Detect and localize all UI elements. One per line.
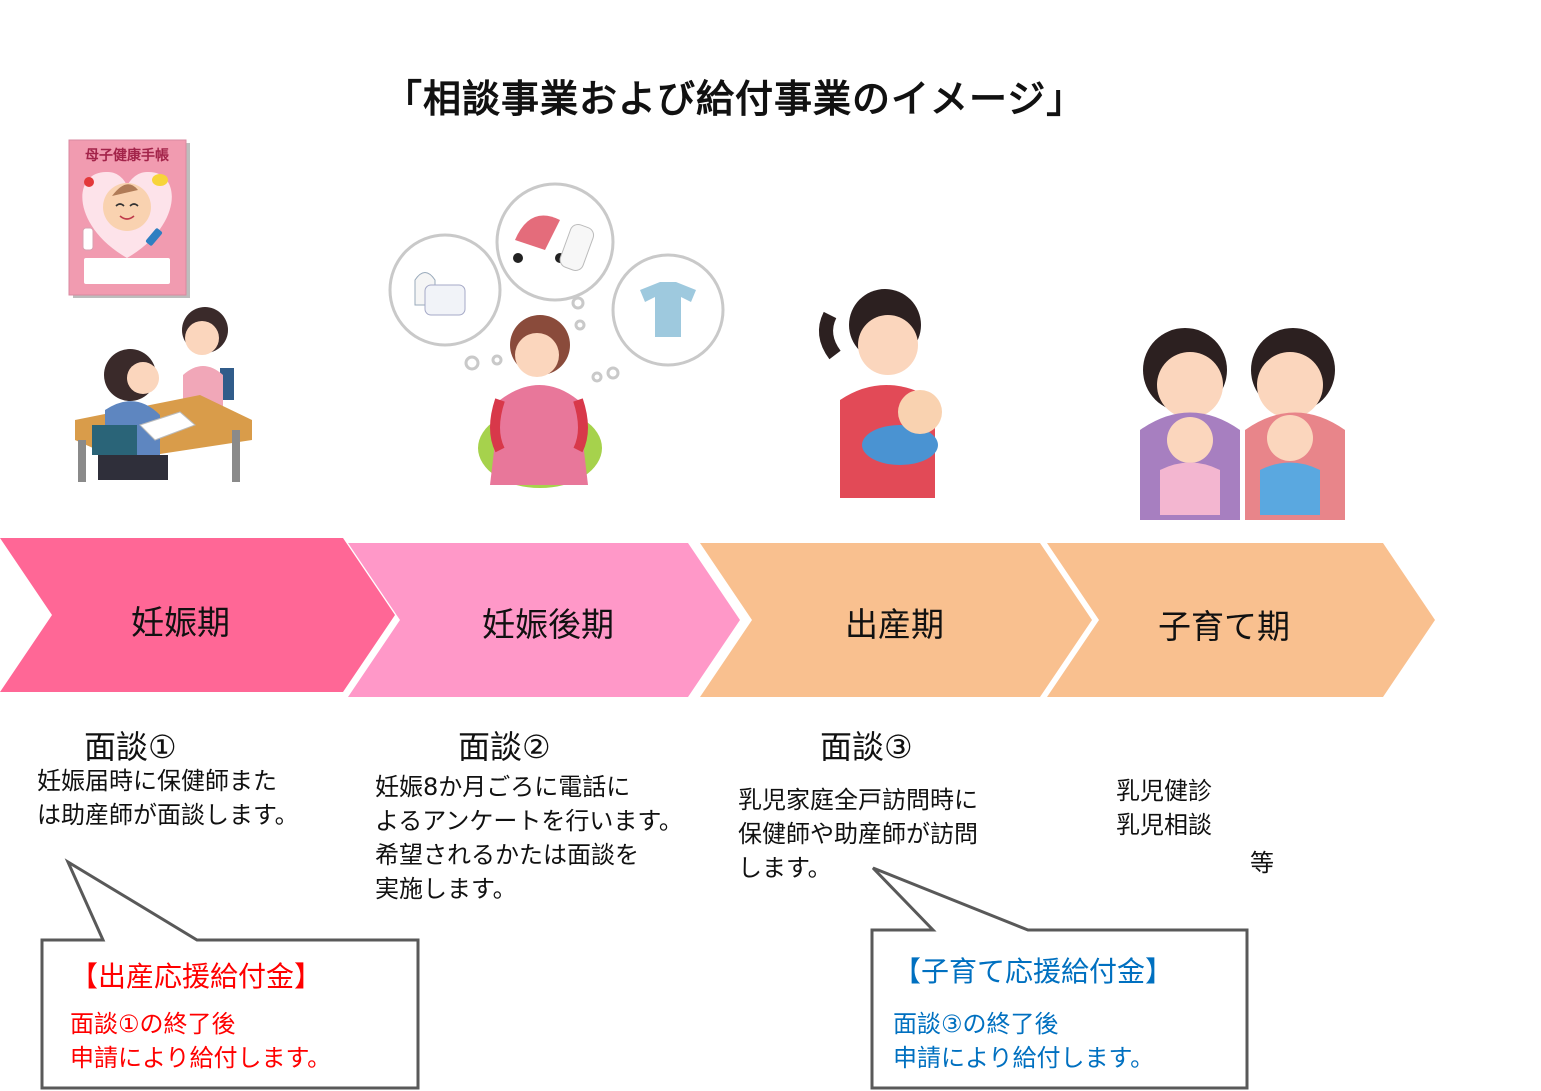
bottle-icon (559, 223, 595, 271)
stage-label-late-pregnancy: 妊娠後期 (482, 605, 614, 644)
childcare-item-consultation: 乳児相談 (1116, 811, 1212, 839)
stroller-icon (515, 215, 560, 250)
stage-label-childcare: 子育て期 (1158, 607, 1290, 646)
brush-icon (145, 228, 163, 246)
stage-label-birth: 出産期 (845, 605, 944, 644)
stage-chevron-childcare (1047, 543, 1435, 697)
callout-birth-support-body: 面談①の終了後 申請により給付します。 (70, 1010, 332, 1072)
consultation-2-description: 妊娠8か月ごろに電話に よるアンケートを行います。 希望されるかたは面談を 実施… (375, 773, 683, 903)
handbook-label-box (84, 258, 170, 284)
consultation-illustration (75, 307, 252, 482)
callout-birth-support-balloon (40, 858, 420, 1090)
consultation-2-heading: 面談② (458, 728, 551, 766)
flower-icon (84, 177, 94, 187)
callout-childcare-support-title: 【子育て応援給付金】 (893, 955, 1174, 988)
consultation-1-description: 妊娠届時に保健師また は助産師が面談します。 (37, 767, 299, 829)
handbook-title: 母子健康手帳 (85, 147, 169, 164)
callout-birth-support-title: 【出産応援給付金】 (70, 960, 323, 993)
stage-label-pregnancy: 妊娠期 (131, 603, 230, 642)
childcare-etc: 等 (1250, 849, 1274, 877)
pregnant-woman-illustration (388, 182, 725, 488)
babywear-icon (640, 282, 696, 337)
callout-childcare-support-body: 面談③の終了後 申請により給付します。 (893, 1010, 1155, 1072)
consultation-3-heading: 面談③ (820, 728, 913, 766)
baby-hair (112, 184, 138, 196)
handbook-illustration: 母子健康手帳 (68, 139, 190, 298)
mother-baby-illustration (819, 289, 942, 498)
thought-bubble-stroller (495, 182, 615, 302)
stage-chevron-birth (700, 543, 1092, 697)
diaper-icon (424, 284, 466, 316)
page-title: 「相談事業および給付事業のイメージ」 (384, 77, 1086, 121)
stage-chevron-late-pregnancy (348, 543, 740, 697)
childcare-item-checkup: 乳児健診 (1116, 777, 1212, 805)
stage-chevron-pregnancy (0, 538, 395, 692)
consultation-1-heading: 面談① (84, 728, 177, 766)
consultation-3-description: 乳児家庭全戸訪問時に 保健師や助産師が訪問 します。 (738, 786, 978, 882)
callout-childcare-support-balloon (870, 866, 1249, 1090)
parents-children-illustration (1140, 328, 1345, 520)
bottle-icon (82, 227, 94, 251)
rubber-duck-icon (152, 174, 168, 186)
